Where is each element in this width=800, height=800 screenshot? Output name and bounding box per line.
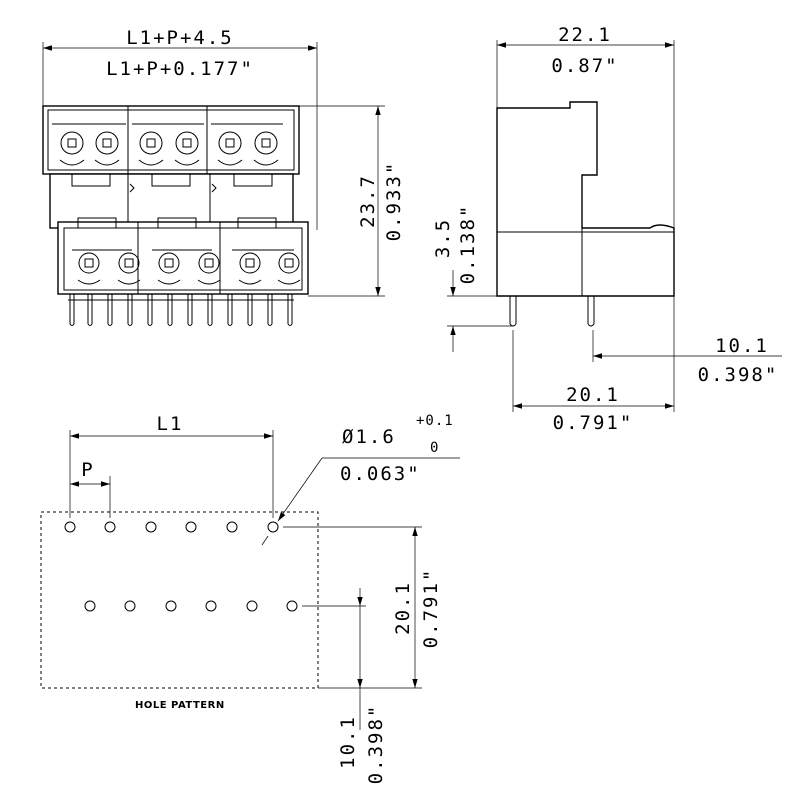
pin-offset-metric: 10.1 xyxy=(715,335,769,357)
side-view: 22.1 0.87" 3.5 0.138" 10.1 0.398" 20.1 0… xyxy=(432,24,782,434)
top-width-imperial: L1+P+0.177" xyxy=(106,58,254,80)
pin-length-metric: 3.5 xyxy=(432,218,454,258)
row-spacing-imperial: 0.791" xyxy=(420,568,442,649)
hole-diameter-metric: Ø1.6 xyxy=(342,426,396,448)
side-depth-metric: 22.1 xyxy=(558,24,612,46)
hole-pattern-view: L1 P Ø1.6 +0.1 0 0.063" xyxy=(40,413,460,785)
l1-label: L1 xyxy=(157,413,184,435)
hole-diameter-tol-upper: +0.1 xyxy=(416,413,454,429)
lower-terminal-row xyxy=(72,217,301,285)
front-pins xyxy=(68,294,294,326)
pitch-label: P xyxy=(81,459,94,481)
hole-diameter-tol-lower: 0 xyxy=(430,440,439,456)
side-depth-imperial: 0.87" xyxy=(551,55,618,77)
row-spacing-metric: 20.1 xyxy=(392,581,414,635)
pin-span-metric: 20.1 xyxy=(566,384,620,406)
height-metric: 23.7 xyxy=(357,174,379,228)
edge-offset-metric: 10.1 xyxy=(337,715,359,769)
top-width-metric: L1+P+4.5 xyxy=(126,27,234,49)
front-view: L1+P+4.5 L1+P+0.177" xyxy=(42,27,405,326)
pin-span-imperial: 0.791" xyxy=(553,412,634,434)
hole-pattern-caption: HOLE PATTERN xyxy=(135,700,225,711)
pin-length-imperial: 0.138" xyxy=(457,204,479,285)
edge-offset-imperial: 0.398" xyxy=(365,704,387,785)
hole-diameter-imperial: 0.063" xyxy=(340,463,421,485)
upper-terminal-row xyxy=(52,123,283,166)
hole-row-bottom xyxy=(84,600,298,612)
hole-row-top xyxy=(64,521,279,533)
pin-offset-imperial: 0.398" xyxy=(698,364,779,386)
height-imperial: 0.933" xyxy=(383,161,405,242)
